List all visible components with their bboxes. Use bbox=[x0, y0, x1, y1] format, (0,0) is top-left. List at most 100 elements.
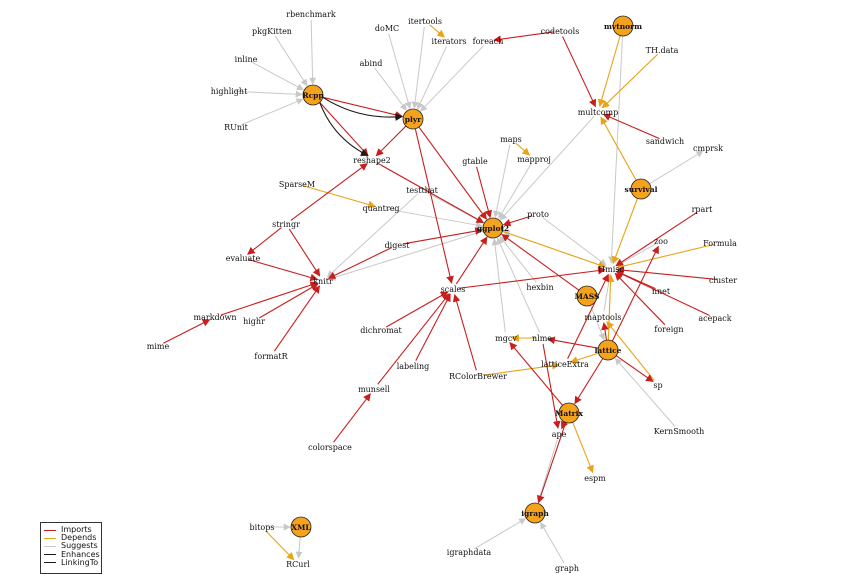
edge-rpart-to-hmisc bbox=[615, 211, 698, 267]
legend-swatch bbox=[44, 562, 56, 564]
node-label: RUnit bbox=[224, 123, 248, 132]
legend-label: Suggests bbox=[61, 541, 98, 551]
node-rpart: rpart bbox=[692, 205, 714, 214]
edge-domc-to-plyr bbox=[388, 33, 412, 110]
node-label: stringr bbox=[272, 220, 300, 229]
node-label: igraph bbox=[521, 509, 549, 518]
node-sparsem: SparseM bbox=[279, 180, 315, 189]
node-highr: highr bbox=[243, 317, 265, 326]
edge-matrix-to-igraph bbox=[537, 422, 567, 504]
edge-inline-to-rcpp bbox=[251, 61, 304, 91]
edge-survival-to-hmisc bbox=[611, 198, 639, 265]
legend-label: LinkingTo bbox=[61, 557, 99, 567]
node-maptools: maptools bbox=[585, 313, 622, 322]
edge-foreach-to-plyr bbox=[420, 44, 485, 112]
node-rbenchmark: rbenchmark bbox=[286, 10, 336, 19]
node-label: multcomp bbox=[578, 108, 619, 117]
node-label: Hmisc bbox=[598, 265, 624, 274]
node-label: digest bbox=[385, 241, 411, 250]
node-circle bbox=[597, 339, 619, 361]
node-espm: espm bbox=[584, 474, 606, 483]
edge-formula-to-hmisc bbox=[616, 243, 715, 270]
edge-nlme-to-ape bbox=[542, 343, 561, 429]
node-label: ape bbox=[552, 430, 567, 439]
edge-th-data-to-multcomp bbox=[601, 53, 659, 109]
node-label: colorspace bbox=[308, 443, 352, 452]
edge-mime-to-markdown bbox=[163, 319, 211, 344]
edge-mgcv-to-ggplot2 bbox=[491, 238, 506, 333]
edge-dichromat-to-scales bbox=[385, 291, 449, 328]
node-scales: scales bbox=[441, 285, 466, 294]
edge-plyr-to-ggplot2 bbox=[418, 126, 487, 220]
node-label: espm bbox=[584, 474, 606, 483]
node-zoo: zoo bbox=[654, 237, 668, 246]
node-cmprsk: cmprsk bbox=[693, 144, 723, 153]
edge-cluster-to-hmisc bbox=[616, 266, 718, 280]
edge-gtable-to-ggplot2 bbox=[476, 166, 493, 219]
edge-stringr-to-reshape2 bbox=[290, 163, 368, 221]
edge-testthat-to-knitr bbox=[326, 193, 418, 278]
edge-proto-to-ggplot2 bbox=[502, 215, 533, 227]
node-label: iterators bbox=[431, 37, 466, 46]
node-layer: Rcppplyrggplot2survivalmvtnormMASSlattic… bbox=[147, 10, 737, 573]
edge-digest-to-ggplot2 bbox=[402, 227, 483, 245]
node-label: sandwich bbox=[646, 137, 684, 146]
node-label: markdown bbox=[194, 313, 237, 322]
node-circle bbox=[576, 285, 598, 307]
node-mime: mime bbox=[147, 342, 170, 351]
edge-nlme-to-ggplot2 bbox=[496, 237, 541, 333]
node-survival: survival bbox=[625, 178, 658, 200]
node-sandwich: sandwich bbox=[646, 137, 684, 146]
edge-maps-to-mapproj bbox=[515, 142, 531, 156]
edge-matrix-to-espm bbox=[572, 422, 594, 474]
node-mapproj: mapproj bbox=[517, 155, 551, 164]
edge-rbenchmark-to-rcpp bbox=[309, 19, 317, 85]
legend-item-depends: Depends bbox=[44, 533, 98, 543]
node-label: rbenchmark bbox=[286, 10, 336, 19]
node-plyr: plyr bbox=[402, 108, 424, 130]
legend-item-imports: Imports bbox=[44, 525, 98, 534]
node-latticeextra: latticeExtra bbox=[541, 360, 589, 369]
edge-abind-to-plyr bbox=[374, 67, 407, 111]
node-acepack: acepack bbox=[698, 314, 731, 323]
node-pkgkitten: pkgKitten bbox=[252, 27, 292, 36]
legend-label: Depends bbox=[61, 533, 97, 543]
edge-ggplot2-to-knitr bbox=[328, 230, 484, 281]
edge-stringr-to-evaluate bbox=[247, 227, 282, 255]
edge-survival-to-cmprsk bbox=[649, 150, 704, 185]
edge-plyr-to-reshape2 bbox=[375, 125, 407, 157]
legend-label: Imports bbox=[61, 525, 92, 534]
edge-pkgkitten-to-rcpp bbox=[274, 35, 308, 87]
node-ape: ape bbox=[552, 430, 567, 439]
node-label: highlight bbox=[211, 87, 248, 96]
edge-labeling-to-scales bbox=[415, 293, 451, 361]
node-label: doMC bbox=[375, 24, 399, 33]
edge-formatr-to-knitr bbox=[273, 285, 321, 352]
edge-mass-to-ggplot2 bbox=[501, 233, 580, 291]
edge-matrix-to-mgcv bbox=[509, 342, 563, 406]
node-iterators: iterators bbox=[431, 37, 466, 46]
edge-layer bbox=[163, 19, 718, 564]
node-label: RColorBrewer bbox=[449, 372, 507, 381]
edge-mass-to-lattice bbox=[590, 305, 605, 341]
node-label: cmprsk bbox=[693, 144, 723, 153]
edge-rcolorbrewer-to-scales bbox=[452, 294, 477, 371]
node-testthat: testthat bbox=[406, 186, 438, 195]
node-label: sp bbox=[653, 381, 662, 390]
node-label: Rcpp bbox=[302, 91, 323, 100]
node-label: TH.data bbox=[646, 46, 679, 55]
node-label: itertools bbox=[408, 17, 442, 26]
node-foreign: foreign bbox=[654, 325, 683, 334]
node-label: Matrix bbox=[555, 409, 583, 418]
node-th-data: TH.data bbox=[646, 46, 679, 55]
node-label: mime bbox=[147, 342, 170, 351]
node-labeling: labeling bbox=[397, 362, 430, 371]
node-label: labeling bbox=[397, 362, 430, 371]
node-abind: abind bbox=[360, 59, 383, 68]
edge-multcomp-to-ggplot2 bbox=[499, 116, 595, 221]
edge-matrix-to-ape bbox=[561, 420, 569, 430]
node-circle bbox=[290, 516, 312, 538]
edge-rcpp-to-plyr bbox=[322, 96, 404, 121]
node-igraphdata: igraphdata bbox=[447, 548, 492, 557]
